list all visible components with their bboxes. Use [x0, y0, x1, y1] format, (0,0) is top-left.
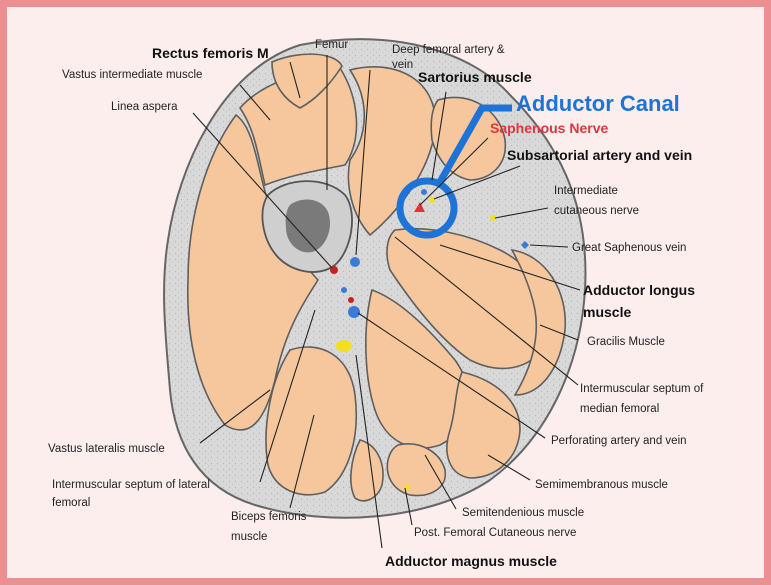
- label-intermediate-cutaneous-2: cutaneous nerve: [554, 205, 639, 217]
- perforating-vessel-red: [348, 297, 354, 303]
- label-intermediate-cutaneous-1: Intermediate: [554, 185, 618, 197]
- sciatic-nerve: [336, 340, 352, 352]
- label-intermuscular-lateral-1: Intermuscular septum of lateral: [52, 479, 210, 491]
- label-deep-femoral-artery-2: vein: [392, 59, 413, 71]
- label-subsartorial: Subsartorial artery and vein: [507, 147, 692, 163]
- label-gracilis: Gracilis Muscle: [587, 336, 665, 348]
- label-adductor-longus-2: muscle: [583, 304, 631, 320]
- label-rectus-femoris: Rectus femoris M: [152, 45, 269, 61]
- label-adductor-magnus: Adductor magnus muscle: [385, 553, 557, 569]
- vessel-small-blue: [341, 287, 347, 293]
- label-adductor-canal: Adductor Canal: [516, 91, 680, 116]
- label-intermuscular-lateral-2: femoral: [52, 497, 90, 509]
- label-deep-femoral-artery-1: Deep femoral artery &: [392, 44, 505, 56]
- label-biceps-1: Biceps femoris: [231, 511, 307, 523]
- label-intermuscular-median-1: Intermuscular septum of: [580, 383, 704, 395]
- perforating-vessel-blue: [348, 306, 360, 318]
- subsartorial-artery-dot: [429, 197, 435, 203]
- label-great-saphenous: Great Saphenous vein: [572, 242, 686, 254]
- label-perforating: Perforating artery and vein: [551, 435, 687, 447]
- label-vastus-intermediate: Vastus intermediate muscle: [62, 69, 202, 81]
- label-semimembranous: Semimembranous muscle: [535, 479, 668, 491]
- label-post-femoral: Post. Femoral Cutaneous nerve: [414, 527, 576, 539]
- label-linea-aspera: Linea aspera: [111, 101, 178, 113]
- deep-femoral-vein: [350, 257, 360, 267]
- label-vastus-lateralis: Vastus lateralis muscle: [48, 443, 165, 455]
- subsartorial-vein-dot: [421, 189, 427, 195]
- label-femur: Femur: [315, 39, 348, 51]
- label-semitendenious: Semitendenious muscle: [462, 507, 584, 519]
- label-sartorius: Sartorius muscle: [418, 69, 532, 85]
- label-adductor-longus-1: Adductor longus: [583, 282, 695, 298]
- label-biceps-2: muscle: [231, 531, 267, 543]
- label-intermuscular-median-2: median femoral: [580, 403, 659, 415]
- label-saphenous-nerve: Saphenous Nerve: [490, 120, 608, 136]
